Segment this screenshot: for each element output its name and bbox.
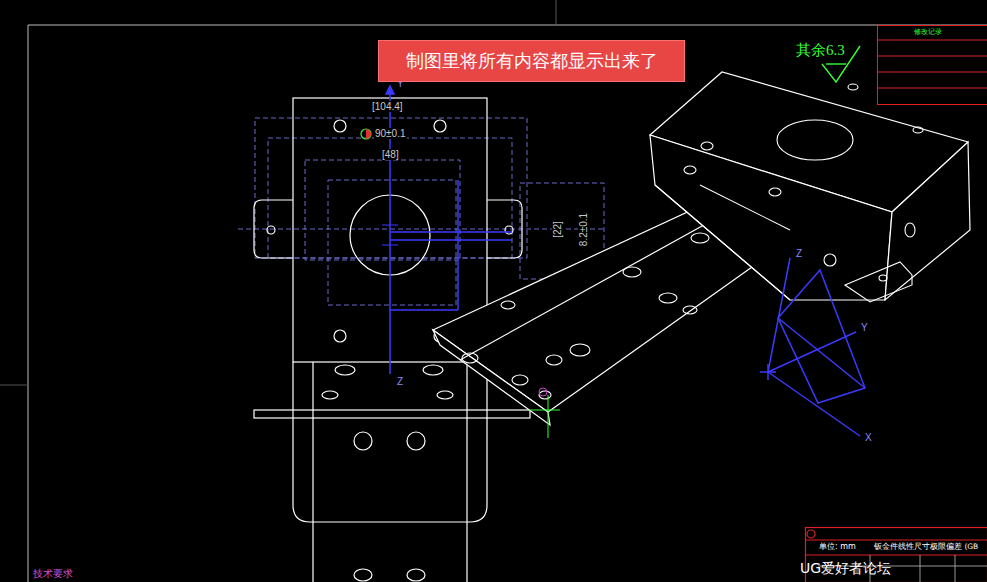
title-cell: 单位: mm: [818, 543, 857, 552]
axis-label: Z: [396, 376, 404, 387]
dimension: [22]: [552, 220, 563, 239]
dimension: 90±0.1: [374, 128, 407, 139]
axis-label: X: [864, 432, 873, 443]
watermark: UG爱好者论坛: [799, 561, 892, 576]
dimension: 8.2±0.1: [578, 212, 589, 247]
title-cell: 钣金件线性尺寸极限偏差 (GB: [873, 543, 979, 551]
dimension: [48]: [381, 149, 400, 160]
note-text: 制图里将所有内容都显示出来了: [406, 49, 658, 73]
axis-label: Y: [860, 322, 869, 333]
axis-label: Z: [795, 248, 803, 259]
note-heading: 技术要求: [32, 568, 74, 579]
roughness-note: 其余6.3: [795, 42, 846, 59]
note-box: 制图里将所有内容都显示出来了: [378, 40, 685, 82]
dimension: [104.4]: [371, 101, 404, 112]
table-header: 修改记录: [913, 29, 943, 37]
